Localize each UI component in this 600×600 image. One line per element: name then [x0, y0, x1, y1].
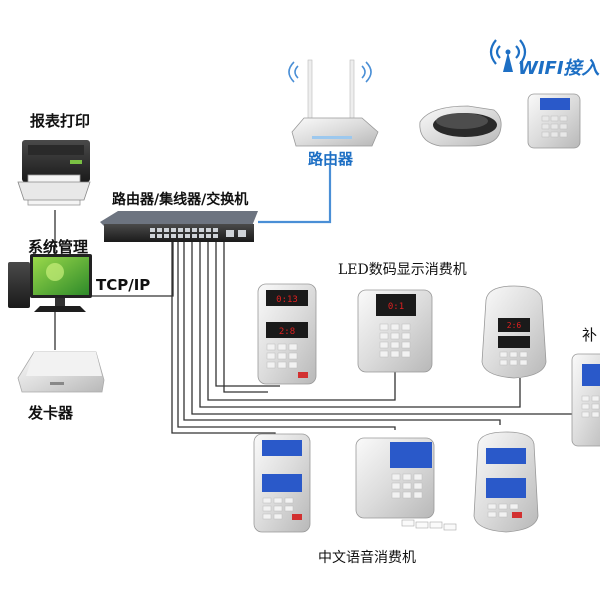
router-label: 路由器 — [308, 150, 354, 168]
line-switch-to-pc — [92, 240, 174, 297]
router-wifi-right-icon — [361, 61, 372, 83]
line-to-led-1 — [223, 240, 268, 393]
led-terminal-3: 2:6 — [481, 285, 547, 379]
led-display-3: 0:1 — [388, 302, 404, 312]
wifi-label: WIFI接入 — [518, 58, 600, 79]
led-display-1: 0:13 — [276, 295, 298, 305]
sys-mgmt-label: 系统管理 — [28, 238, 88, 256]
line-to-voice-2 — [177, 240, 396, 430]
voice-cards-icon — [401, 519, 457, 531]
voice-terminal-3 — [473, 431, 539, 533]
supplement-terminal — [571, 353, 600, 447]
network-switch-icon — [100, 211, 258, 242]
wifi-antenna-icon — [489, 39, 527, 72]
led-terminal-1: 0:13 2:8 — [257, 283, 317, 385]
supplement-label: 补 — [582, 326, 597, 344]
voice-label: 中文语音消费机 — [318, 549, 416, 566]
card-issuer-label: 发卡器 — [27, 404, 74, 422]
line-to-led-3 — [207, 240, 396, 401]
line-to-led-2 — [215, 240, 280, 387]
router-wifi-left-icon — [288, 61, 299, 83]
line-to-supplement — [191, 240, 578, 415]
print-label: 报表打印 — [30, 112, 90, 130]
led-display-2: 2:8 — [279, 327, 295, 337]
voice-terminal-1 — [253, 433, 311, 533]
wifi-card-reader-icon — [419, 105, 502, 147]
connection-lines — [54, 210, 578, 438]
hub-label: 路由器/集线器/交换机 — [112, 191, 248, 208]
printer-icon — [17, 140, 91, 206]
computer-icon — [8, 254, 92, 312]
led-terminal-2: 0:1 — [357, 289, 433, 373]
tcpip-label: TCP/IP — [96, 276, 150, 294]
router-icon — [291, 59, 379, 147]
line-to-voice-3 — [183, 240, 501, 425]
voice-terminal-2 — [355, 437, 435, 519]
line-to-led-4 — [199, 240, 521, 408]
wifi-terminal-icon — [527, 93, 581, 149]
line-switch-to-router — [258, 165, 332, 224]
card-issuer-icon — [17, 351, 105, 393]
led-label: LED数码显示消费机 — [338, 262, 467, 278]
led-display-4: 2:6 — [507, 321, 522, 330]
